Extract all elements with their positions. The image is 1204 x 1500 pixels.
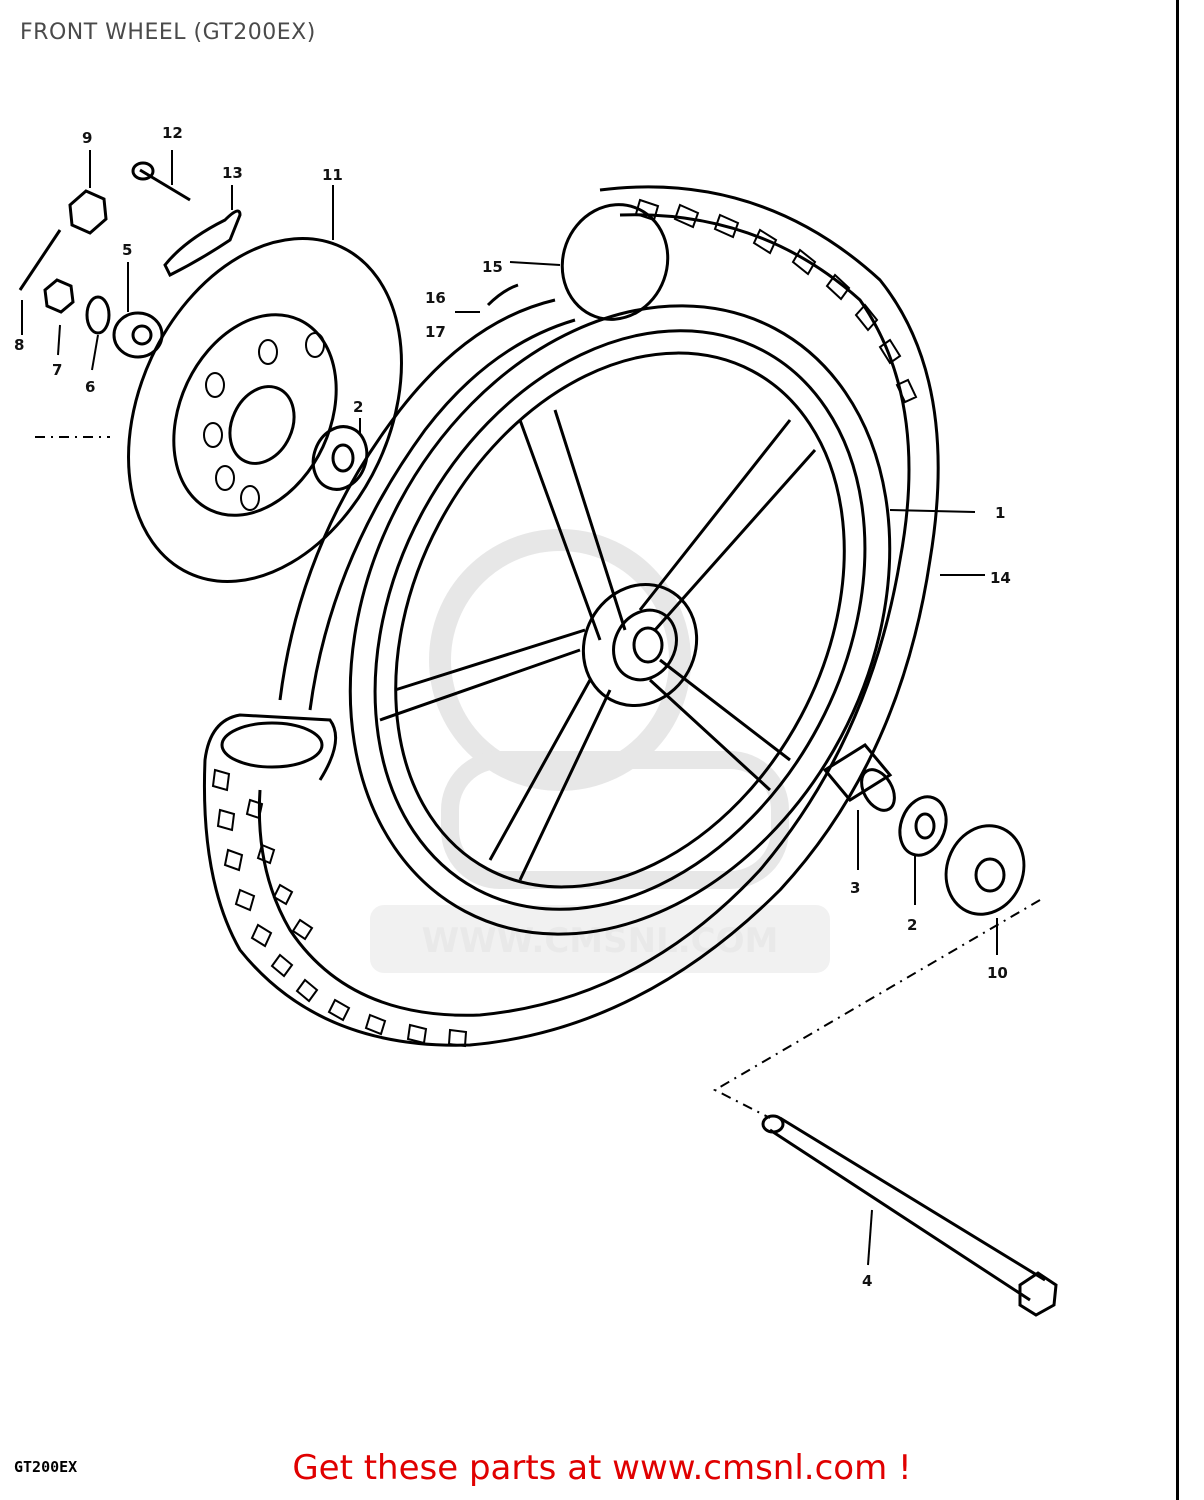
callout-2-right: 2 [907,916,917,934]
callout-14: 14 [990,569,1011,587]
callout-labels: 9 12 13 11 5 8 7 6 2 15 16 17 1 14 3 2 1… [14,124,1011,1290]
callout-4: 4 [862,1272,872,1290]
callout-13: 13 [222,164,243,182]
callout-8: 8 [14,336,24,354]
callout-15: 15 [482,258,503,276]
callout-10: 10 [987,964,1008,982]
callout-5: 5 [122,241,132,259]
callout-6: 6 [85,378,95,396]
callout-11: 11 [322,166,343,184]
callout-2-left: 2 [353,398,363,416]
callout-12: 12 [162,124,183,142]
callout-3: 3 [850,879,860,897]
callout-7: 7 [52,361,62,379]
callout-17: 17 [425,323,446,341]
page-title: FRONT WHEEL (GT200EX) [20,20,316,45]
small-parts [18,161,1058,1317]
brake-disc [127,237,403,583]
axis-line [35,436,1041,1119]
watermark-text: WWW.CMSNL.COM [422,921,779,961]
right-border-rule [1176,0,1179,1500]
callout-9: 9 [82,129,92,147]
callout-1: 1 [995,504,1005,522]
promo-link[interactable]: Get these parts at www.cmsnl.com ! [292,1448,912,1488]
model-code-label: GT200EX [14,1458,78,1476]
wheel-rim [348,304,892,936]
tire [202,185,940,1048]
callout-16: 16 [425,289,446,307]
leader-lines [21,150,998,1266]
